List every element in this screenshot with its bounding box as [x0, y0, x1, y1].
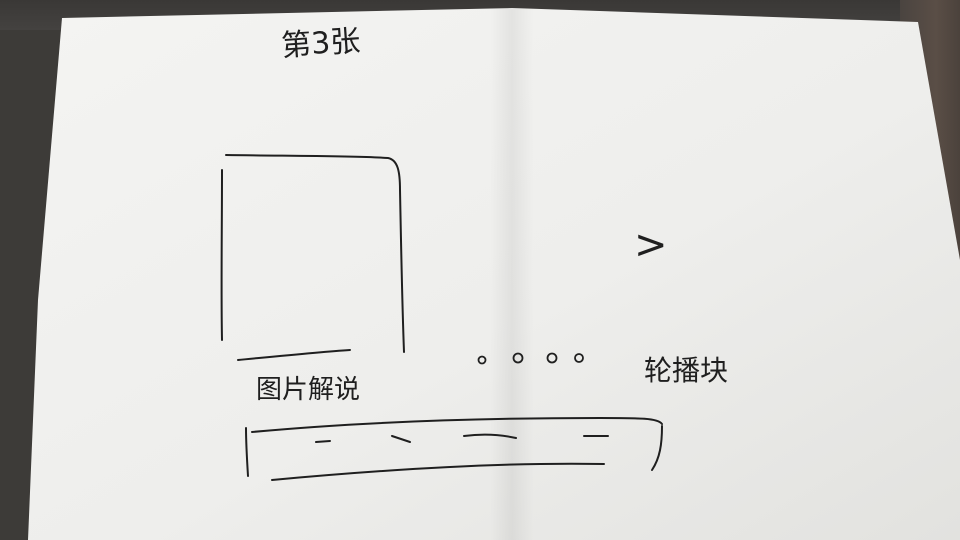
- image-placeholder: [225, 154, 405, 353]
- thumbnail-strip-right: [651, 425, 663, 471]
- pagination-dot[interactable]: [477, 355, 487, 365]
- image-caption: 图片解说: [256, 375, 360, 405]
- pagination-dot[interactable]: [574, 353, 584, 363]
- thumbnail-mark[interactable]: [315, 440, 331, 443]
- thumbnail-mark[interactable]: [463, 433, 517, 439]
- pagination-dots: [477, 352, 584, 365]
- pagination-dot[interactable]: [512, 352, 524, 364]
- page-heading: 第3张: [280, 24, 361, 64]
- paper-fold: [490, 8, 534, 540]
- slider-label: 轮播块: [644, 354, 728, 387]
- thumbnail-strip-top: [251, 417, 663, 433]
- thumbnail-strip-bottom: [271, 462, 605, 481]
- thumbnail-strip-left: [245, 427, 249, 477]
- thumbnail-mark[interactable]: [391, 435, 411, 443]
- pagination-dot[interactable]: [546, 352, 558, 364]
- image-placeholder-bottom-edge: [237, 349, 351, 361]
- thumbnail-strip: [245, 417, 663, 481]
- next-arrow-icon[interactable]: >: [634, 222, 668, 268]
